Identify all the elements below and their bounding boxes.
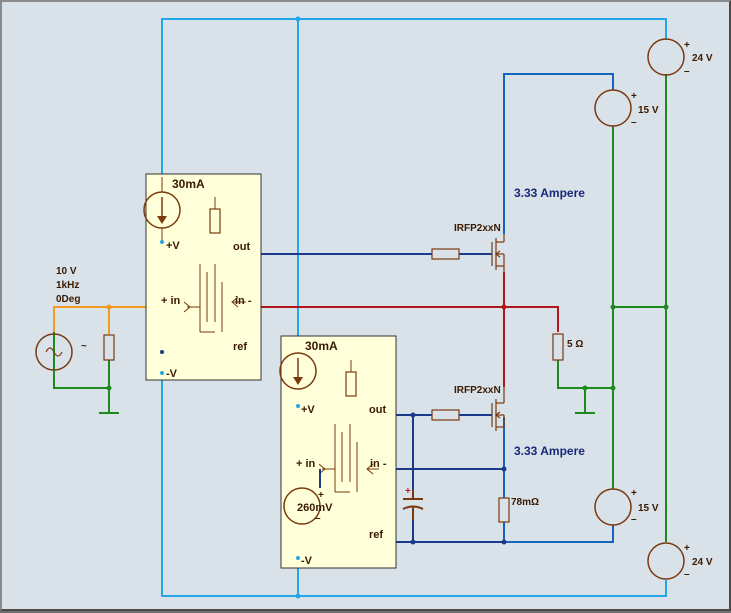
offset-voltage-source-icon [283, 469, 321, 525]
input-resistor-icon[interactable] [103, 334, 115, 361]
load-resistor-icon[interactable] [552, 333, 564, 361]
supply-bottom-inner[interactable]: + – 15 V [594, 488, 659, 526]
supply-top-inner-label: 15 V [638, 105, 659, 116]
gate-resistor-bottom-icon[interactable] [431, 409, 460, 421]
module-bottom-offset-label: 260mV [297, 502, 333, 514]
sine-wave-icon [45, 347, 63, 357]
sensor-module-bottom[interactable]: 30mA +V out + in in - + 260mV – ref -V [279, 335, 397, 569]
source-amplitude-label: 10 V [56, 266, 77, 277]
module-top-ref-label: ref [233, 341, 247, 353]
positive-rail-top-module [161, 18, 667, 242]
module-bottom-out-label: out [369, 404, 386, 416]
supply-bottom-outer-label: 24 V [692, 557, 713, 568]
drain-wiring [503, 73, 614, 543]
svg-text:~: ~ [81, 341, 87, 352]
capacitor-plus-sign: + [405, 486, 411, 497]
input-wiring [53, 306, 187, 334]
mosfet-bottom-icon[interactable] [491, 387, 505, 431]
svg-text:+: + [631, 488, 637, 499]
mosfet-bottom-part-label: IRFP2xxN [454, 385, 501, 396]
module-top-minus-v-label: -V [166, 368, 178, 380]
load-resistor-label: 5 Ω [567, 339, 583, 350]
svg-text:+: + [684, 543, 690, 554]
svg-text:–: – [684, 569, 690, 580]
module-top-in-minus-label: in - [235, 295, 252, 307]
module-top-in-plus-label: + in [161, 295, 181, 307]
current-source-icon [143, 177, 181, 242]
signal-source[interactable]: ~ [35, 333, 87, 388]
svg-text:–: – [684, 66, 690, 77]
differential-pair-icon [318, 424, 379, 493]
negative-rail [161, 358, 667, 597]
svg-text:–: – [631, 514, 637, 525]
svg-text:+: + [684, 40, 690, 51]
supply-top-outer-label: 24 V [692, 53, 713, 64]
module-bottom-in-plus-label: + in [296, 458, 316, 470]
sense-resistor-label: 78mΩ [511, 497, 539, 508]
current-source-icon [279, 352, 317, 390]
source-frequency-label: 1kHz [56, 280, 79, 291]
mosfet-top-icon[interactable] [491, 234, 505, 272]
mosfet-top-current-label: 3.33 Ampere [514, 186, 585, 200]
module-top-current-label: 30mA [172, 177, 205, 191]
capacitor-icon[interactable] [402, 490, 424, 520]
svg-text:–: – [631, 117, 637, 128]
mosfet-bottom-current-label: 3.33 Ampere [514, 444, 585, 458]
svg-text:+: + [631, 91, 637, 102]
supply-top-outer[interactable]: + – 24 V [647, 38, 713, 77]
offset-plus-sign: + [318, 490, 324, 501]
gate-resistor-top-icon[interactable] [431, 248, 460, 260]
source-phase-label: 0Deg [56, 294, 80, 305]
module-top-plus-v-label: +V [166, 240, 180, 252]
supply-bottom-inner-label: 15 V [638, 503, 659, 514]
module-bottom-ref-label: ref [369, 529, 383, 541]
module-bottom-minus-v-label: -V [301, 555, 313, 567]
output-node-wiring [246, 272, 559, 387]
module-bottom-plus-v-label: +V [301, 404, 315, 416]
module-bottom-in-minus-label: in - [370, 458, 387, 470]
sensor-module-top[interactable]: 30mA +V out + in in - ref -V [143, 173, 262, 381]
mosfet-top-part-label: IRFP2xxN [454, 223, 501, 234]
module-top-out-label: out [233, 241, 250, 253]
sense-resistor-icon[interactable] [498, 497, 510, 523]
offset-minus-sign: – [315, 513, 321, 524]
supply-bottom-outer[interactable]: + – 24 V [647, 542, 713, 580]
differential-pair-icon [183, 264, 246, 333]
supply-top-inner[interactable]: + – 15 V [594, 89, 659, 128]
module-bottom-current-label: 30mA [305, 339, 338, 353]
